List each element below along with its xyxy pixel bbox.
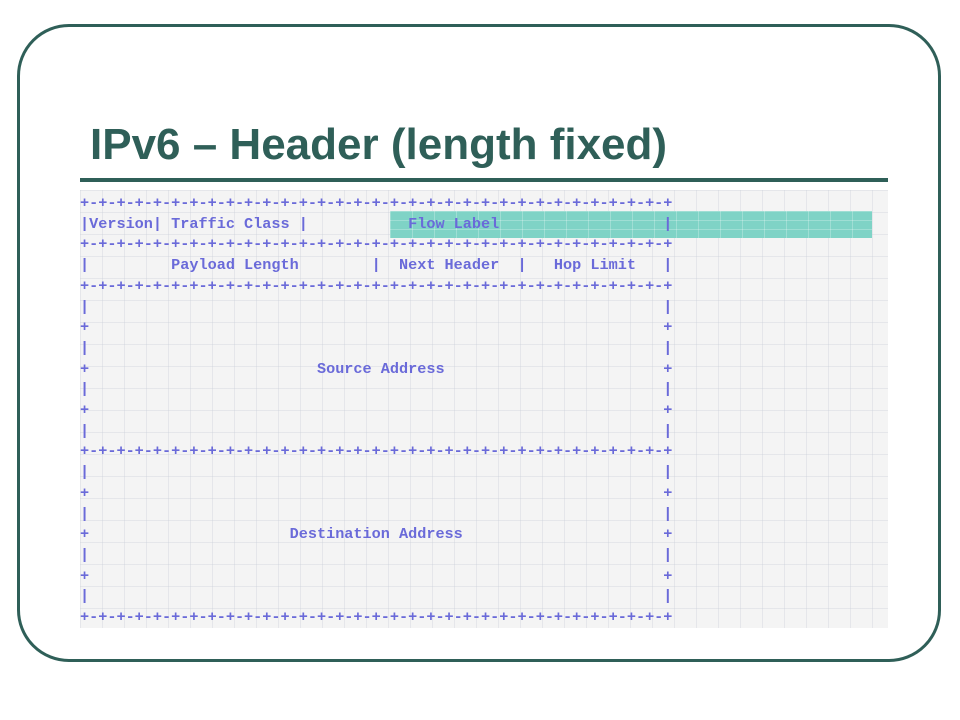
diagram-line: +-+-+-+-+-+-+-+-+-+-+-+-+-+-+-+-+-+-+-+-… [80,194,673,212]
diagram-line: + Destination Address + [80,525,673,544]
diagram-line: | | [80,587,673,606]
title-underline [80,178,888,182]
diagram-line: + + [80,318,673,337]
diagram-line: + Source Address + [80,359,673,378]
ipv6-header-diagram: +-+-+-+-+-+-+-+-+-+-+-+-+-+-+-+-+-+-+-+-… [80,193,672,628]
diagram-line: | | [80,545,673,564]
flow-label-highlight [390,211,872,238]
diagram-line: | | [80,297,673,316]
diagram-line: +-+-+-+-+-+-+-+-+-+-+-+-+-+-+-+-+-+-+-+-… [80,235,673,254]
diagram-line: | | [80,463,673,482]
diagram-line: |Version| Traffic Class | Flow Label | [80,214,673,233]
diagram-line: | | [80,504,673,523]
diagram-line: + + [80,566,673,585]
diagram-line: +-+-+-+-+-+-+-+-+-+-+-+-+-+-+-+-+-+-+-+-… [80,608,673,627]
diagram-line: | Payload Length | Next Header | Hop Lim… [80,256,673,275]
diagram-line: + + [80,401,673,420]
diagram-line: + + [80,483,673,502]
header-diagram-background [80,190,888,628]
diagram-line: | | [80,338,673,357]
diagram-line: +-+-+-+-+-+-+-+-+-+-+-+-+-+-+-+-+-+-+-+-… [80,276,673,295]
slide-title: IPv6 – Header (length fixed) [90,120,668,169]
diagram-line: | | [80,421,673,440]
diagram-line: | | [80,380,673,399]
diagram-line: +-+-+-+-+-+-+-+-+-+-+-+-+-+-+-+-+-+-+-+-… [80,442,673,461]
